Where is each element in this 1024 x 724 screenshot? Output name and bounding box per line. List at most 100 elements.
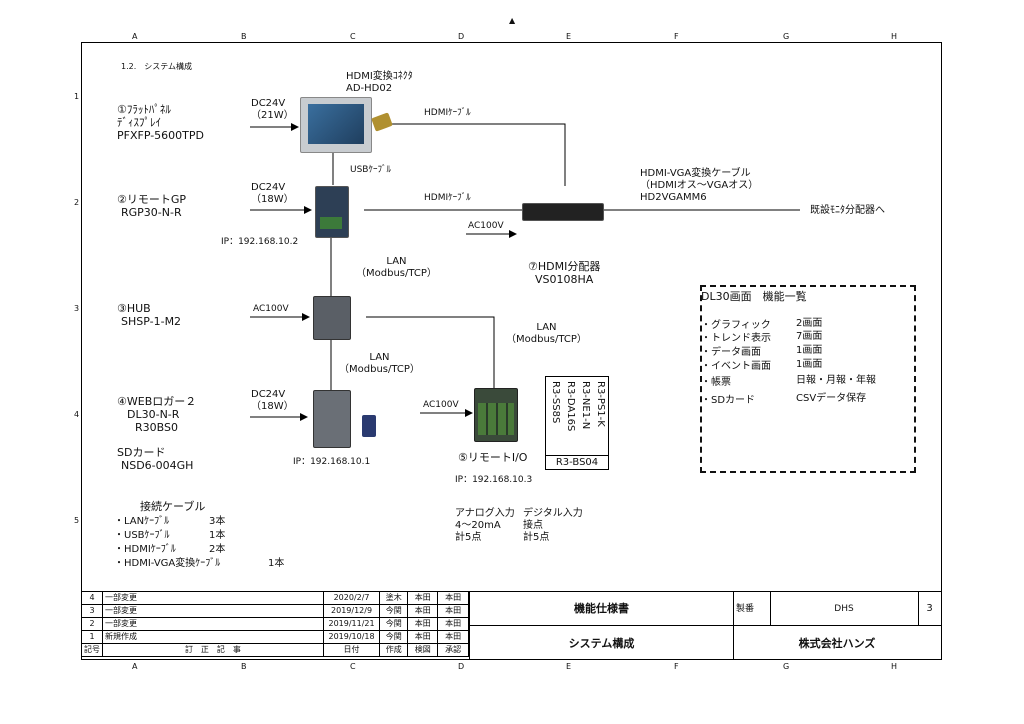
revision-cell-made: 塗木 [379,591,409,605]
grid-column-label: B [241,32,247,41]
revision-cell-date: 2019/10/18 [322,630,381,644]
io-module-label: R3-NE1-N [580,381,591,430]
revision-cell-no: 2 [81,617,103,631]
hub-image [313,296,351,340]
panel-label-line: ﾃﾞｨｽﾌﾟﾚｲ [117,116,161,129]
panel-label-line: PFXFP-5600TPD [117,129,205,142]
function-item-value: 1画面 [796,345,823,356]
revision-cell-approve: 本田 [437,604,469,618]
remote-io-ip: IP：192.168.10.3 [455,475,533,485]
revision-cell-header-desc: 訂 正 記 事 [102,643,324,657]
grid-column-label: D [458,32,465,41]
cable-list-title: 接続ケーブル [140,500,206,513]
vga-cable-label: HDMI-VGA変換ケーブル （HDMIオス～VGAオス） HD2VGAMM6 [640,168,759,203]
grid-row-label: 5 [74,516,80,525]
revision-cell-header-made: 作成 [379,643,409,657]
page-number: 3 [926,603,933,614]
function-item-value: 2画面 [796,318,823,329]
revision-cell-made: 今関 [379,630,409,644]
revision-cell-date: 2019/12/9 [322,604,381,618]
sheet-title: システム構成 [568,637,635,650]
grid-column-label: H [891,662,898,671]
hdmi-cable-label-2: HDMIｹｰﾌﾞﾙ [424,193,471,203]
grid-column-label: C [350,662,356,671]
revision-cell-check: 本田 [407,630,439,644]
grid-row-label: 2 [74,198,80,207]
lan-label-1: LAN （Modbus/TCP） [356,256,437,279]
cable-list-qty: 2本 [209,544,226,555]
lan-line-3 [366,316,495,388]
remote-gp-ip: IP：192.168.10.2 [221,237,299,247]
grid-column-label: H [891,32,898,41]
cable-list-item: ・HDMI-VGA変換ｹｰﾌﾞﾙ [114,558,221,569]
cable-list-qty: 1本 [209,530,226,541]
revision-cell-made: 今関 [379,617,409,631]
grid-row-label: 3 [74,304,80,313]
document-title: 機能仕様書 [574,602,629,615]
function-list-title: DL30画面 機能一覧 [701,290,807,303]
grid-column-label: G [783,32,790,41]
revision-cell-made: 今関 [379,604,409,618]
center-mark-icon: ▲ [509,16,516,25]
hub-power-label: AC100V [253,304,289,314]
revision-cell-date: 2020/2/7 [322,591,381,605]
grid-column-label: F [674,32,679,41]
cable-list-item: ・LANｹｰﾌﾞﾙ [114,516,170,527]
revision-cell-date: 2019/11/21 [322,617,381,631]
revision-header-row: 記号訂 正 記 事日付作成検図承認 [81,643,469,657]
io-base-label: R3-BS04 [545,455,609,470]
grid-column-label: D [458,662,465,671]
sd-card-label: SDカード NSD6-004GH [117,446,194,472]
panel-label-line: ①ﾌﾗｯﾄﾊﾟﾈﾙ [117,103,171,116]
splitter-power-label: AC100V [468,221,504,231]
cable-list-item: ・USBｹｰﾌﾞﾙ [114,530,170,541]
web-logger-ip: IP：192.168.10.1 [293,457,371,467]
hdmi-splitter-label: ⑦HDMI分配器 VS0108HA [528,260,601,286]
hdmi-cable-label-1: HDMIｹｰﾌﾞﾙ [424,108,471,118]
function-list-box [700,285,916,473]
grid-column-label: G [783,662,790,671]
function-item-name: ・イベント画面 [701,361,771,372]
remote-io-image [474,388,518,442]
revision-cell-header-check: 検図 [407,643,439,657]
web-logger-image [313,390,351,448]
function-item-name: ・帳票 [701,377,731,388]
flat-panel-image [300,97,372,153]
function-item-value: 1画面 [796,359,823,370]
panel-power-label: DC24V （21W） [251,98,294,121]
revision-cell-desc: 一部変更 [102,591,324,605]
io-module-stack: R3-SS8S R3-DA16S R3-NE1-N R3-PS1-K [545,376,609,456]
web-logger-label: ④WEBロガー２ DL30-N-R R30BS0 [117,395,197,434]
cable-list-item: ・HDMIｹｰﾌﾞﾙ [114,544,176,555]
sd-card-image [362,415,376,437]
section-title: 1.2. システム構成 [121,62,193,71]
function-item-value: CSVデータ保存 [796,393,867,404]
revision-cell-desc: 新規作成 [102,630,324,644]
title-block: 機能仕様書 システム構成 製番 DHS 3 株式会社ハンズ [469,591,942,660]
number-value: DHS [834,604,854,614]
revision-cell-check: 本田 [407,617,439,631]
grid-column-label: F [674,662,679,671]
cable-list-qty: 3本 [209,516,226,527]
revision-cell-desc: 一部変更 [102,604,324,618]
usb-cable-label: USBｹｰﾌﾞﾙ [350,165,391,175]
hdmi-converter-label: HDMI変換ｺﾈｸﾀ AD-HD02 [346,71,413,94]
revision-cell-check: 本田 [407,604,439,618]
io-module-label: R3-DA16S [565,381,576,432]
digital-input-label: デジタル入力 接点 計5点 [523,508,583,543]
logger-power-label: DC24V （18W） [251,389,294,412]
grid-column-label: C [350,32,356,41]
revision-cell-desc: 一部変更 [102,617,324,631]
cable-list-qty: 1本 [268,558,285,569]
grid-column-label: B [241,662,247,671]
io-module-label: R3-SS8S [550,381,561,424]
revision-cell-header-date: 日付 [322,643,381,657]
hdmi-cable-line-1 [390,123,566,186]
io-module-label: R3-PS1-K [595,381,606,427]
revision-cell-no: 4 [81,591,103,605]
